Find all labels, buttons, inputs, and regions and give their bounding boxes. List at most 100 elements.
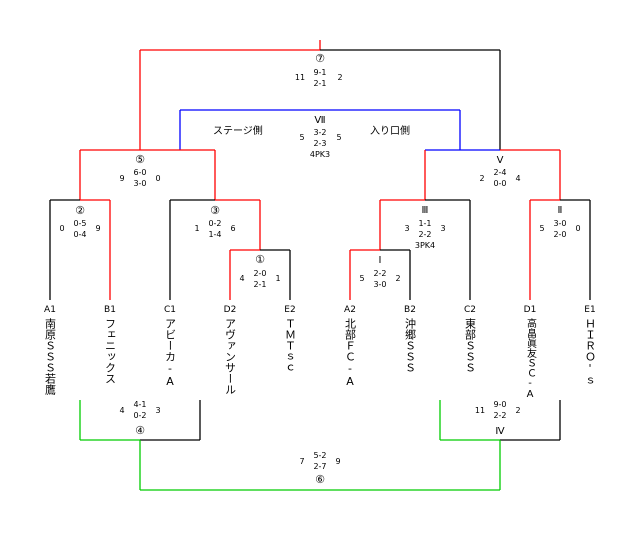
team-code: B1	[104, 305, 116, 315]
team-name: 高畠眞友ＳＣ-A	[525, 317, 537, 400]
right-score: 2	[337, 73, 342, 82]
right-score: 1	[275, 274, 280, 283]
team-codes: A1 B1 C1 D2 E2 A2 B2 C2 D1 E1	[44, 305, 596, 315]
entrance-side-label: 入り口側	[370, 124, 410, 137]
right-score: 3	[155, 406, 160, 415]
half2-score: 0-4	[73, 230, 86, 239]
team-code: C2	[464, 305, 476, 315]
team-name: フェニックス	[104, 318, 117, 384]
half1-score: 9-0	[493, 400, 506, 409]
half2-score: 2-0	[553, 230, 566, 239]
match-vii: Ⅶ 5 3-2 2-3 5 4PK3	[299, 115, 341, 159]
right-score: 0	[155, 174, 160, 183]
half1-score: 2-2	[373, 269, 386, 278]
left-score: 5	[539, 224, 544, 233]
right-score: 5	[336, 133, 341, 142]
half2-score: 2-1	[313, 79, 326, 88]
match-label: Ⅴ	[497, 155, 504, 166]
stage-side-label: ステージ側	[213, 124, 263, 137]
team-code: D2	[224, 305, 237, 315]
match-label: ③	[210, 204, 220, 217]
right-score: 2	[515, 406, 520, 415]
pk-score: 4PK3	[310, 150, 330, 159]
team-names: 南原ＳＳＳ若鷹 フェニックス アビーカ-A アヴァンサール ＴＭＴｓｃ 北部ＦＣ…	[44, 317, 597, 400]
match-label: ④	[135, 424, 145, 437]
team-name: ＨＩＲＯ'ｓ	[584, 318, 597, 386]
half1-score: 0-2	[208, 219, 221, 228]
team-name: ＴＭＴｓｃ	[284, 318, 297, 373]
match-v: Ⅴ 2 2-4 0-0 4	[479, 155, 520, 188]
match-1: ① 4 2-0 2-1 1	[239, 253, 280, 289]
right-score: 0	[575, 224, 580, 233]
match-label: ②	[75, 204, 85, 217]
right-score: 9	[335, 457, 340, 466]
half2-score: 3-0	[373, 280, 386, 289]
team-name: 東部ＳＳＳ	[464, 318, 477, 373]
team-code: D1	[524, 305, 537, 315]
bracket-lines	[49, 40, 591, 300]
team-code: A1	[44, 305, 56, 315]
match-label: Ⅳ	[495, 426, 505, 437]
right-score: 3	[440, 224, 445, 233]
team-code: C1	[164, 305, 176, 315]
match-label: ①	[255, 253, 265, 266]
half2-score: 2-3	[313, 139, 326, 148]
team-name: 沖郷ＳＳＳ	[404, 318, 417, 373]
left-score: 4	[239, 274, 244, 283]
right-score: 9	[95, 224, 100, 233]
left-score: 0	[59, 224, 64, 233]
left-score: 5	[359, 274, 364, 283]
match-ii: Ⅱ 5 3-0 2-0 0	[539, 205, 580, 239]
half1-score: 3-0	[553, 219, 566, 228]
half1-score: 0-5	[73, 219, 86, 228]
left-score: 3	[404, 224, 409, 233]
team-code: E1	[584, 305, 595, 315]
match-iv: 11 9-0 2-2 2 Ⅳ	[475, 400, 521, 437]
half1-score: 4-1	[133, 400, 146, 409]
left-score: 5	[299, 133, 304, 142]
match-label: ⑤	[135, 153, 145, 166]
match-7: ⑦ 11 9-1 2-1 2	[295, 52, 343, 88]
team-code: B2	[404, 305, 416, 315]
team-name: アビーカ-A	[164, 318, 177, 388]
half2-score: 2-1	[253, 280, 266, 289]
half2-score: 2-7	[313, 462, 326, 471]
half2-score: 0-2	[133, 411, 146, 420]
left-score: 4	[119, 406, 124, 415]
half2-score: 3-0	[133, 179, 146, 188]
team-name: 北部ＦＣ-A	[344, 318, 357, 388]
match-label: ⑦	[315, 52, 325, 65]
match-label: Ⅰ	[379, 255, 382, 266]
half2-score: 1-4	[208, 230, 221, 239]
right-score: 4	[515, 174, 520, 183]
match-label: Ⅲ	[422, 205, 429, 216]
left-score: 11	[295, 73, 305, 82]
team-name: 南原ＳＳＳ若鷹	[44, 318, 57, 396]
right-score: 2	[395, 274, 400, 283]
match-label: Ⅶ	[314, 115, 325, 126]
half1-score: 6-0	[133, 168, 146, 177]
left-score: 7	[299, 457, 304, 466]
half2-score: 2-2	[493, 411, 506, 420]
half1-score: 3-2	[313, 128, 326, 137]
left-score: 1	[194, 224, 199, 233]
left-score: 2	[479, 174, 484, 183]
team-name: アヴァンサール	[224, 318, 237, 395]
match-iii: Ⅲ 3 1-1 2-2 3 3PK4	[404, 205, 445, 250]
half2-score: 0-0	[493, 179, 506, 188]
half1-score: 1-1	[418, 219, 431, 228]
match-3: ③ 1 0-2 1-4 6	[194, 204, 235, 239]
half1-score: 2-4	[493, 168, 506, 177]
match-label: ⑥	[315, 473, 325, 486]
match-4: 4 4-1 0-2 3 ④	[119, 400, 160, 437]
team-code: E2	[284, 305, 295, 315]
consolation-lines	[79, 400, 561, 491]
team-code: A2	[344, 305, 356, 315]
right-score: 6	[230, 224, 235, 233]
half1-score: 2-0	[253, 269, 266, 278]
match-2: ② 0 0-5 0-4 9	[59, 204, 100, 239]
match-label: Ⅱ	[558, 205, 563, 216]
match-i: Ⅰ 5 2-2 3-0 2	[359, 255, 400, 289]
